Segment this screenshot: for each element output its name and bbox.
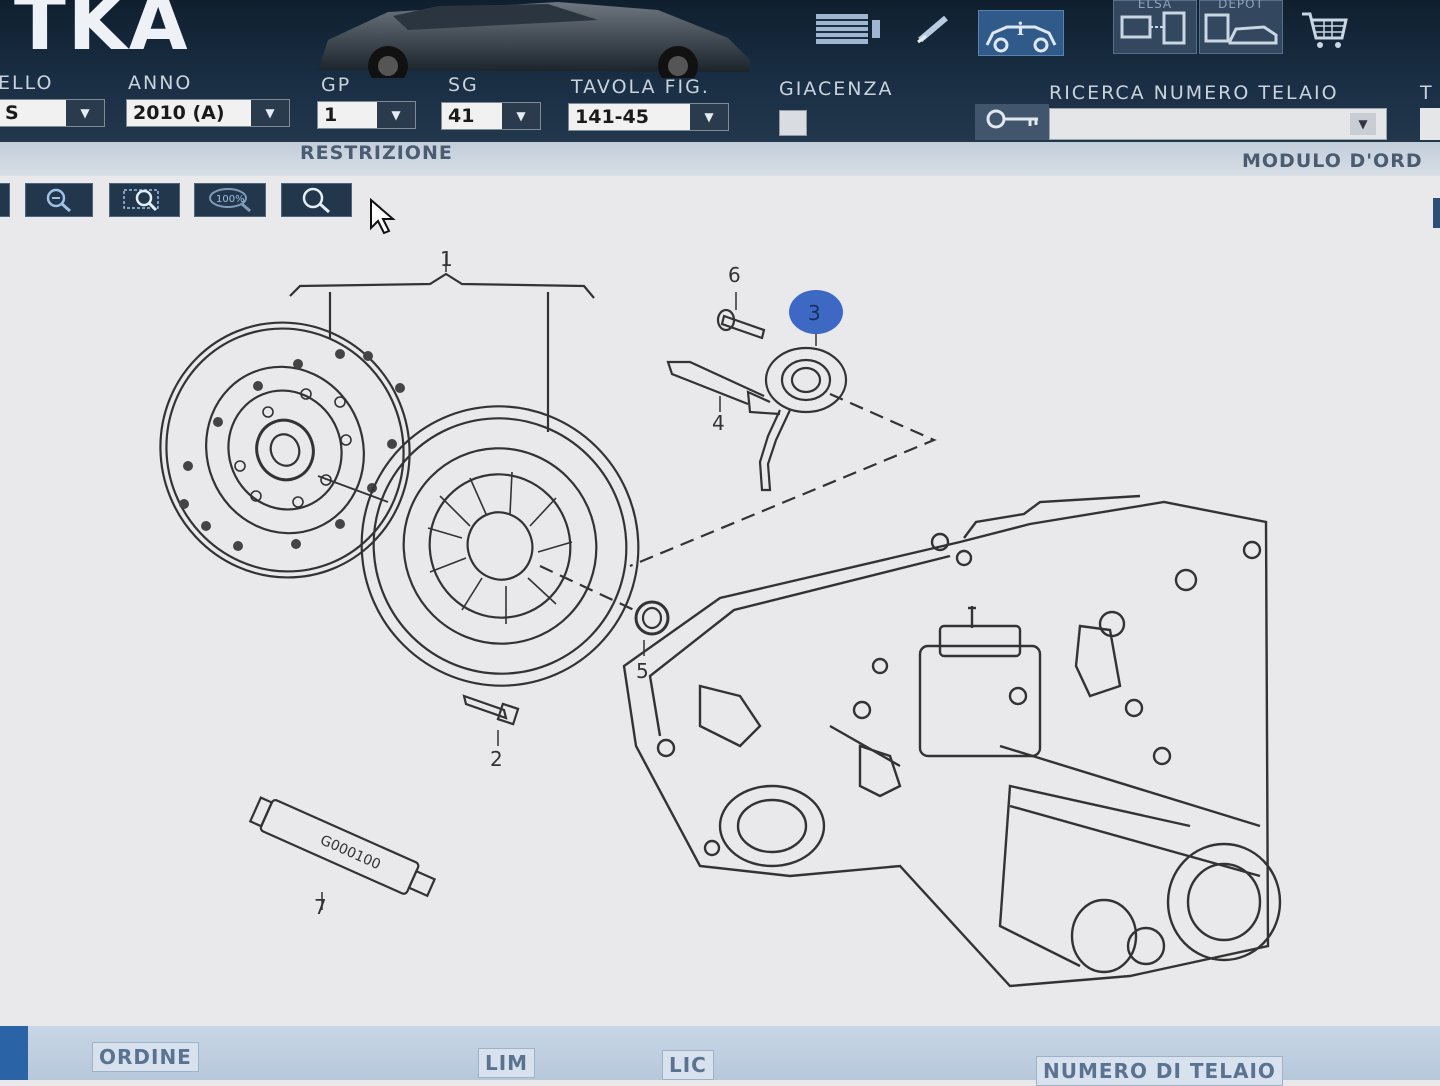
telaio-search-input[interactable]: ▼ <box>1049 108 1387 140</box>
sg-select[interactable]: 41 ▼ <box>441 102 541 130</box>
zoom-area-button[interactable] <box>109 183 180 217</box>
tavola-select[interactable]: 141-45 ▼ <box>568 103 729 131</box>
part-label-1[interactable]: 1 <box>440 247 453 271</box>
part-1-bracket <box>289 272 595 299</box>
giacenza-label: GIACENZA <box>779 78 894 100</box>
depot-icon[interactable]: DEPOT <box>1199 0 1283 54</box>
modello-select[interactable]: S ▼ <box>0 99 105 127</box>
svg-text:i: i <box>1017 19 1024 40</box>
elsa-caption: ELSA <box>1137 0 1173 11</box>
mouse-pointer-icon <box>370 198 396 235</box>
zoom-100-label: 100% <box>216 194 245 205</box>
pressure-plate-drawing <box>360 405 640 687</box>
chevron-down-icon[interactable]: ▼ <box>1350 113 1376 135</box>
depot-caption: DEPOT <box>1218 0 1264 11</box>
magnifier-icon <box>302 187 330 214</box>
cart-icon[interactable] <box>1300 10 1350 56</box>
tavola-label: TAVOLA FIG. <box>571 76 710 98</box>
elsa-icon[interactable]: ELSA <box>1113 0 1197 54</box>
lic-tab[interactable]: LIC <box>662 1050 714 1080</box>
numero-telaio-tab[interactable]: NUMERO DI TELAIO <box>1036 1056 1283 1086</box>
zoom-100-icon: 100% <box>209 188 251 213</box>
gp-select[interactable]: 1 ▼ <box>317 101 416 129</box>
chevron-down-icon[interactable]: ▼ <box>66 100 104 126</box>
extra-label: T <box>1420 82 1434 104</box>
pencil-icon[interactable] <box>916 14 950 50</box>
part-label-7[interactable]: 7 <box>314 895 327 919</box>
part-label-6[interactable]: 6 <box>728 263 741 287</box>
extra-input[interactable] <box>1420 108 1440 140</box>
part-label-3[interactable]: 3 <box>808 301 821 325</box>
scrollbar-handle[interactable] <box>1433 198 1440 228</box>
anno-select[interactable]: 2010 (A) ▼ <box>126 99 290 127</box>
app-header: TKA i ELSA <box>0 0 1440 142</box>
toolbar-button-left[interactable] <box>0 183 10 217</box>
chevron-down-icon[interactable]: ▼ <box>377 102 415 128</box>
grease-tube-label: G000100 <box>318 832 383 873</box>
car-photo <box>318 2 750 78</box>
part-label-4[interactable]: 4 <box>712 411 725 435</box>
bolt-6-drawing <box>716 292 766 340</box>
clutch-disc-drawing <box>159 321 411 579</box>
modulo-ordine-tab[interactable]: MODULO D'ORD <box>1242 150 1423 172</box>
modello-label: ELLO <box>0 72 54 94</box>
zoom-in-button[interactable] <box>281 183 352 217</box>
section-band: RESTRIZIONE MODULO D'ORD <box>0 142 1440 176</box>
brand-logo: TKA <box>14 0 190 67</box>
giacenza-checkbox[interactable] <box>779 110 807 136</box>
bolt-2-drawing <box>462 694 520 746</box>
bottom-accent <box>0 1026 28 1080</box>
list-icon[interactable] <box>816 14 882 50</box>
chevron-down-icon[interactable]: ▼ <box>251 100 289 126</box>
telaio-label: RICERCA NUMERO TELAIO <box>1049 82 1339 104</box>
zoom-out-button[interactable] <box>25 183 93 217</box>
restrizione-tab[interactable]: RESTRIZIONE <box>300 142 453 164</box>
anno-value: 2010 (A) <box>133 102 225 124</box>
ordine-tab[interactable]: ORDINE <box>92 1042 199 1072</box>
gearbox-housing-drawing <box>622 494 1282 988</box>
parts-diagram: 1 2 3 4 5 6 7 G000100 <box>159 247 1282 988</box>
highlight-badge-3[interactable] <box>789 290 843 334</box>
zoom-100-button[interactable]: 100% <box>194 183 266 217</box>
zoom-out-icon <box>46 188 71 213</box>
info-car-icon[interactable]: i <box>978 10 1064 56</box>
chevron-down-icon[interactable]: ▼ <box>690 104 728 130</box>
modello-value: S <box>5 102 19 124</box>
lim-tab[interactable]: LIM <box>478 1048 536 1078</box>
key-icon[interactable] <box>975 104 1049 140</box>
sg-value: 41 <box>448 105 475 127</box>
grease-tube-drawing <box>248 796 437 898</box>
zoom-area-icon <box>122 189 159 212</box>
tavola-value: 141-45 <box>575 106 649 128</box>
part-label-2[interactable]: 2 <box>490 747 503 771</box>
gp-value: 1 <box>324 104 338 126</box>
sg-label: SG <box>448 74 479 96</box>
chevron-down-icon[interactable]: ▼ <box>502 103 540 129</box>
gp-label: GP <box>321 74 352 96</box>
part-label-5[interactable]: 5 <box>636 659 649 683</box>
anno-label: ANNO <box>128 72 193 94</box>
release-bearing-drawing <box>666 332 848 492</box>
